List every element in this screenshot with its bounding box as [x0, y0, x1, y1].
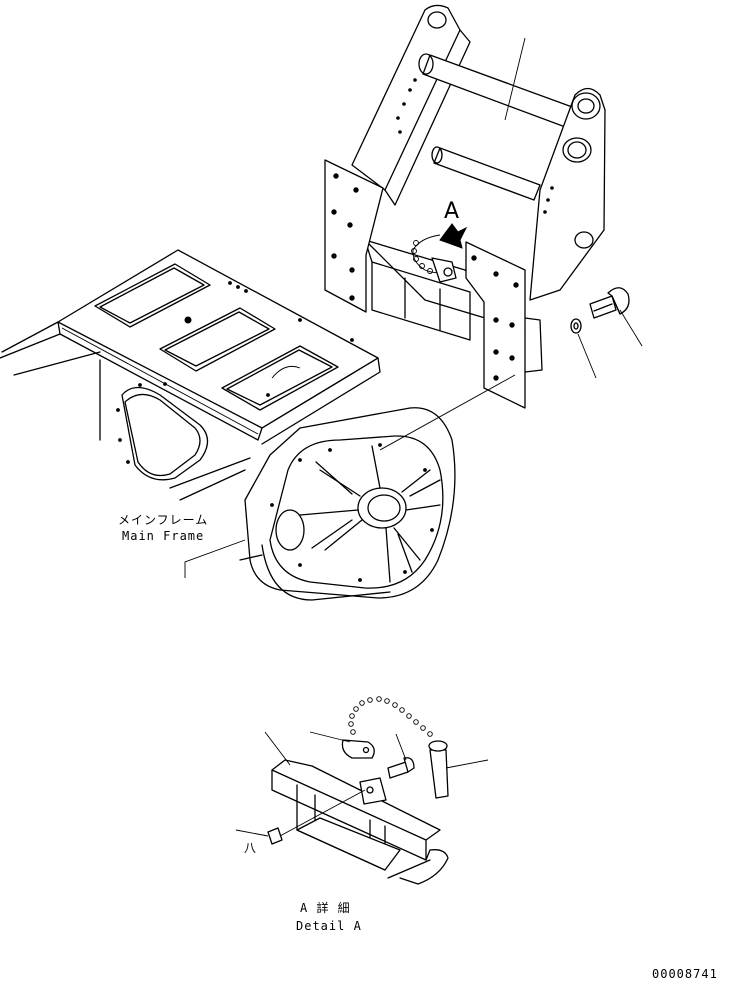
drawing-number: 00008741 — [652, 967, 718, 981]
mount-bracket — [324, 4, 606, 451]
detail-a-drawing — [235, 696, 489, 885]
main-frame-label-en: Main Frame — [122, 529, 204, 543]
view-marker-a: A — [444, 199, 459, 224]
detail-a-label-jp: A 詳 細 — [300, 900, 351, 915]
main-frame — [0, 249, 456, 601]
part-mark: 八 — [244, 841, 257, 855]
bolt — [589, 287, 643, 347]
detail-a-label-en: Detail A — [296, 919, 362, 933]
washer — [570, 318, 597, 379]
main-frame-label-jp: メインフレーム — [118, 513, 208, 527]
